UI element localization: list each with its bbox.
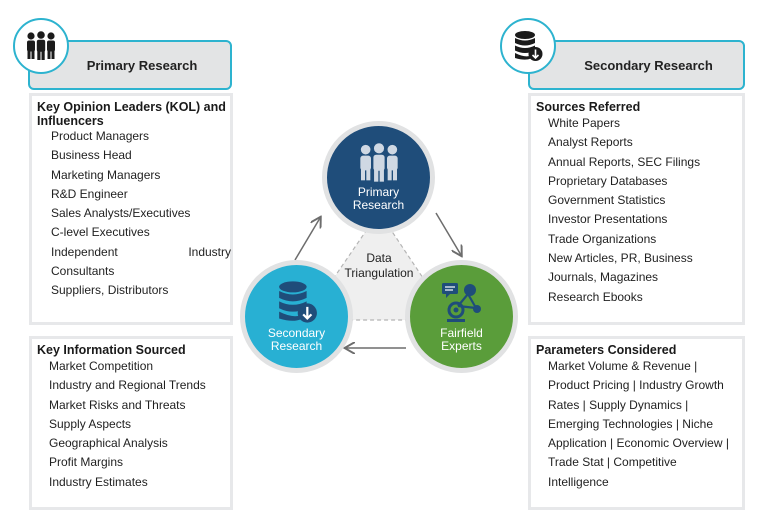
parameters-text: Market Volume & Revenue | Product Pricin… <box>548 357 729 492</box>
parameters-line: Market Volume & Revenue | <box>548 359 698 373</box>
list-item: Annual Reports, SEC Filings <box>548 154 701 169</box>
secondary-research-header: Secondary Research <box>528 40 745 90</box>
kol-title: Key Opinion Leaders (KOL) and Influencer… <box>37 100 226 128</box>
list-item: Sales Analysts/Executives <box>51 206 191 221</box>
secondary-circle-line2: Research <box>270 339 323 353</box>
list-item: Journals, Magazines <box>548 270 659 285</box>
primary-circle-line1: Primary <box>357 185 400 199</box>
primary-circle-line2: Research <box>352 198 405 212</box>
primary-research-header: Primary Research <box>28 40 232 90</box>
parameters-line: Trade Stat | Competitive <box>548 455 677 470</box>
list-item: Analyst Reports <box>548 135 633 150</box>
sources-title: Sources Referred <box>536 100 641 114</box>
list-item: Independent Industry <box>51 243 231 262</box>
list-item: Supply Aspects <box>49 416 132 431</box>
data-triangulation-line2: Triangulation <box>344 266 414 280</box>
list-item: Business Head <box>51 148 132 163</box>
list-item: R&D Engineer <box>51 186 128 201</box>
arrow-secondary-to-primary <box>294 218 320 261</box>
database-download-icon <box>278 281 317 323</box>
people-group-icon <box>359 143 398 182</box>
expert-network-icon <box>441 283 481 322</box>
key-info-box: Key Information Sourced Market Competiti… <box>29 336 233 510</box>
list-item: Industry Estimates <box>49 474 148 489</box>
parameters-line: Application | Economic Overview | <box>548 436 729 451</box>
secondary-research-header-label: Secondary Research <box>584 57 713 73</box>
list-item: Product Managers <box>51 129 150 143</box>
list-item: Consultants <box>51 264 115 279</box>
list-item: Trade Organizations <box>548 231 657 246</box>
list-item: Profit Margins <box>49 455 124 470</box>
people-group-icon <box>13 18 69 74</box>
kol-list: Product Managers Business Head Marketing… <box>51 127 231 301</box>
secondary-research-circle: Secondary Research <box>240 260 353 373</box>
fairfield-experts-circle: Fairfield Experts <box>405 260 518 373</box>
key-info-title: Key Information Sourced <box>37 343 186 357</box>
secondary-circle-line1: Secondary <box>267 326 326 340</box>
parameters-line: Rates | Supply Dynamics | <box>548 397 689 412</box>
sources-box: Sources Referred White Papers Analyst Re… <box>528 93 745 325</box>
list-item: Market Risks and Threats <box>49 397 186 412</box>
experts-circle-line1: Fairfield <box>440 326 483 340</box>
parameters-title: Parameters Considered <box>536 343 677 357</box>
parameters-box: Parameters Considered Market Volume & Re… <box>528 336 745 510</box>
list-item: White Papers <box>548 116 621 130</box>
sources-list: White Papers Analyst Reports Annual Repo… <box>548 114 700 307</box>
parameters-line: Product Pricing | Industry Growth <box>548 378 724 393</box>
list-item: Suppliers, Distributors <box>51 283 169 298</box>
primary-research-header-label: Primary Research <box>86 57 198 73</box>
list-item: C-level Executives <box>51 225 150 240</box>
list-item: Proprietary Databases <box>548 173 668 188</box>
primary-research-circle: Primary Research <box>322 121 435 234</box>
data-triangulation-label: Data Triangulation <box>329 251 429 281</box>
key-info-list: Market Competition Industry and Regional… <box>49 357 206 492</box>
data-triangulation-line1: Data <box>366 251 392 265</box>
experts-circle-line2: Experts <box>441 339 482 353</box>
list-item: Market Competition <box>49 359 154 373</box>
list-item: Government Statistics <box>548 193 666 208</box>
list-item: Investor Presentations <box>548 212 668 227</box>
database-download-icon <box>500 18 556 74</box>
list-item: Industry and Regional Trends <box>49 378 206 393</box>
list-item-word: Industry <box>188 244 231 259</box>
list-item: Marketing Managers <box>51 167 161 182</box>
arrow-primary-to-experts <box>435 212 461 255</box>
parameters-line: Intelligence <box>548 474 609 489</box>
list-item: Geographical Analysis <box>49 436 168 451</box>
parameters-line: Emerging Technologies | Niche <box>548 416 713 431</box>
list-item: Research Ebooks <box>548 289 643 304</box>
list-item: New Articles, PR, Business <box>548 251 693 266</box>
list-item-word: Independent <box>51 244 118 259</box>
kol-box: Key Opinion Leaders (KOL) and Influencer… <box>29 93 233 325</box>
